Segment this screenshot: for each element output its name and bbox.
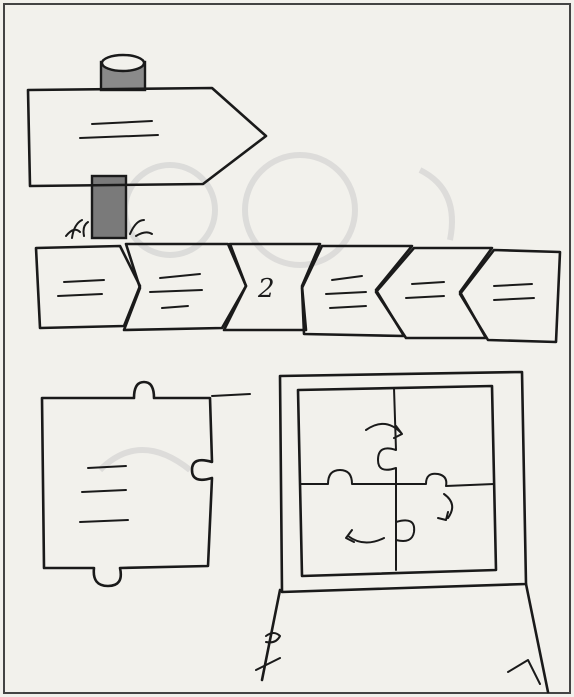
chevron-text-lines bbox=[405, 281, 445, 299]
signpost bbox=[26, 53, 268, 240]
rotate-arrow bbox=[345, 529, 385, 544]
chevron-center-number: 2 bbox=[258, 274, 275, 304]
chevron-text-lines bbox=[57, 279, 105, 297]
signpost-text-line bbox=[79, 134, 159, 139]
chevron-step bbox=[122, 242, 248, 332]
easel-frame-inner bbox=[296, 384, 498, 578]
rotate-arrow bbox=[437, 493, 454, 521]
easel-foot-left bbox=[255, 632, 281, 671]
faint-watermark bbox=[97, 152, 455, 473]
chevron-step bbox=[374, 246, 494, 340]
signpost-post-cap bbox=[100, 53, 146, 73]
chevron-text-lines bbox=[325, 275, 367, 309]
chevron-step bbox=[34, 244, 142, 330]
chevron-row bbox=[34, 242, 562, 344]
puzzle-knob bbox=[395, 519, 416, 542]
chevron-step-center bbox=[222, 242, 322, 332]
signpost-text-line bbox=[91, 120, 153, 125]
easel-frame-outer bbox=[278, 370, 528, 594]
chevron-text-lines bbox=[149, 273, 203, 309]
rotate-arrow bbox=[365, 423, 403, 439]
puzzle-piece-tab-line bbox=[211, 393, 251, 397]
easel-legs bbox=[260, 582, 550, 694]
chevron-text-lines bbox=[493, 283, 535, 301]
signpost-arrow-board bbox=[26, 86, 268, 188]
puzzle-piece-text-lines bbox=[79, 465, 129, 523]
puzzle-piece bbox=[40, 380, 251, 588]
grass-tuft bbox=[65, 219, 153, 239]
puzzle-divider-horizontal bbox=[299, 469, 495, 487]
easel-foot-right bbox=[507, 659, 541, 685]
photo-frame bbox=[3, 3, 571, 694]
framed-puzzle bbox=[255, 370, 550, 694]
puzzle-divider-vertical bbox=[377, 387, 397, 571]
chevron-step bbox=[458, 248, 562, 344]
puzzle-piece-outline bbox=[40, 380, 214, 588]
